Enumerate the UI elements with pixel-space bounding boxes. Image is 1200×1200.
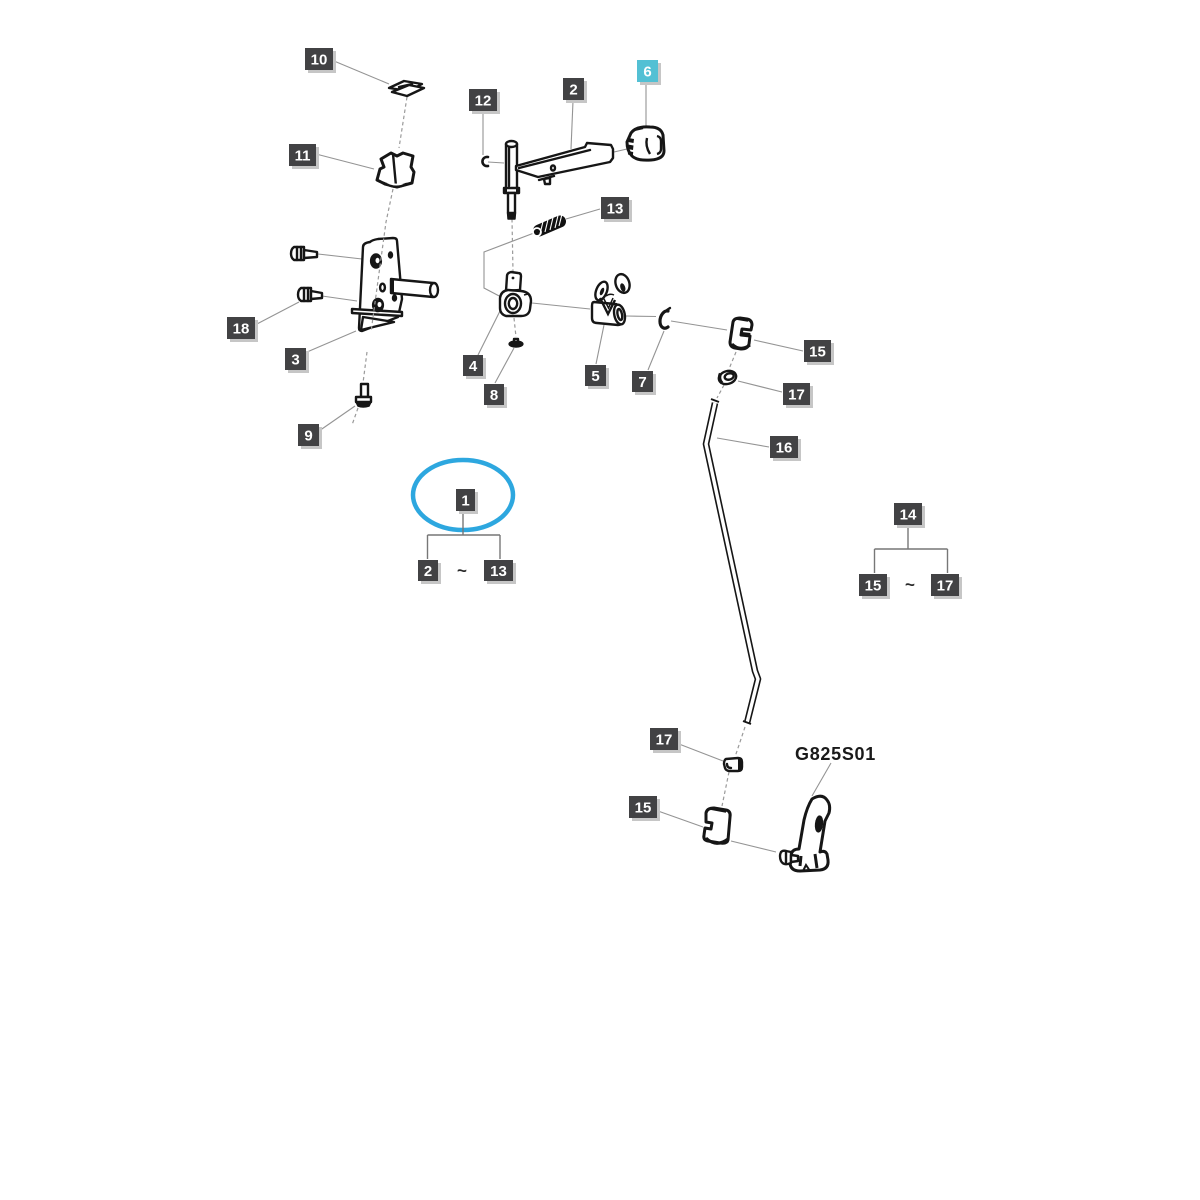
svg-text:2: 2 — [569, 82, 577, 99]
svg-text:17: 17 — [788, 387, 805, 404]
svg-text:17: 17 — [656, 732, 673, 749]
svg-text:18: 18 — [233, 321, 250, 338]
svg-text:3: 3 — [291, 352, 299, 369]
svg-text:12: 12 — [475, 93, 492, 110]
svg-text:4: 4 — [469, 358, 478, 375]
svg-text:~: ~ — [905, 575, 915, 594]
svg-text:13: 13 — [607, 201, 624, 218]
svg-text:G825S01: G825S01 — [795, 744, 876, 764]
svg-text:15: 15 — [865, 578, 882, 595]
svg-text:1: 1 — [461, 493, 469, 510]
svg-text:5: 5 — [591, 368, 599, 385]
svg-text:13: 13 — [490, 563, 507, 580]
svg-text:9: 9 — [304, 428, 312, 445]
svg-text:17: 17 — [937, 578, 954, 595]
svg-text:14: 14 — [900, 507, 917, 524]
svg-text:6: 6 — [643, 64, 651, 81]
svg-text:11: 11 — [295, 148, 311, 165]
svg-text:8: 8 — [490, 387, 498, 404]
svg-text:~: ~ — [457, 561, 467, 580]
svg-text:10: 10 — [311, 52, 328, 69]
svg-text:15: 15 — [635, 800, 652, 817]
svg-text:7: 7 — [638, 374, 646, 391]
svg-text:16: 16 — [776, 440, 793, 457]
svg-text:15: 15 — [809, 344, 826, 361]
svg-text:2: 2 — [424, 563, 432, 580]
